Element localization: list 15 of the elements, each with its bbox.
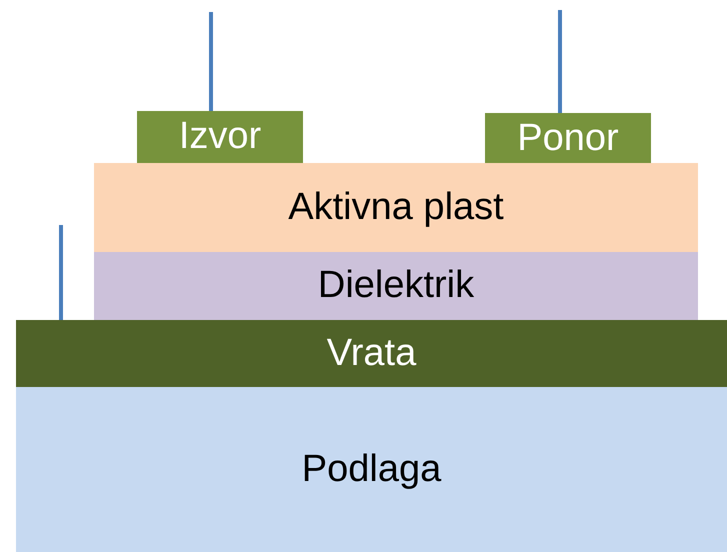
layer-label: Podlaga — [302, 448, 442, 490]
layer-label: Dielektrik — [318, 265, 474, 307]
substrate-layer — [16, 387, 727, 552]
source-electrode — [137, 111, 303, 163]
layer-label: Vrata — [326, 332, 416, 374]
lead-wire — [59, 225, 63, 320]
layer-label: Izvor — [178, 116, 262, 158]
drain-electrode — [485, 113, 651, 164]
layer-label: Ponor — [517, 118, 619, 160]
gate-layer — [16, 320, 727, 387]
layer-label: Aktivna plast — [288, 186, 504, 228]
active-layer — [94, 163, 698, 252]
lead-wire — [209, 12, 213, 111]
lead-wire — [558, 10, 562, 113]
dielectric-layer — [94, 252, 698, 320]
